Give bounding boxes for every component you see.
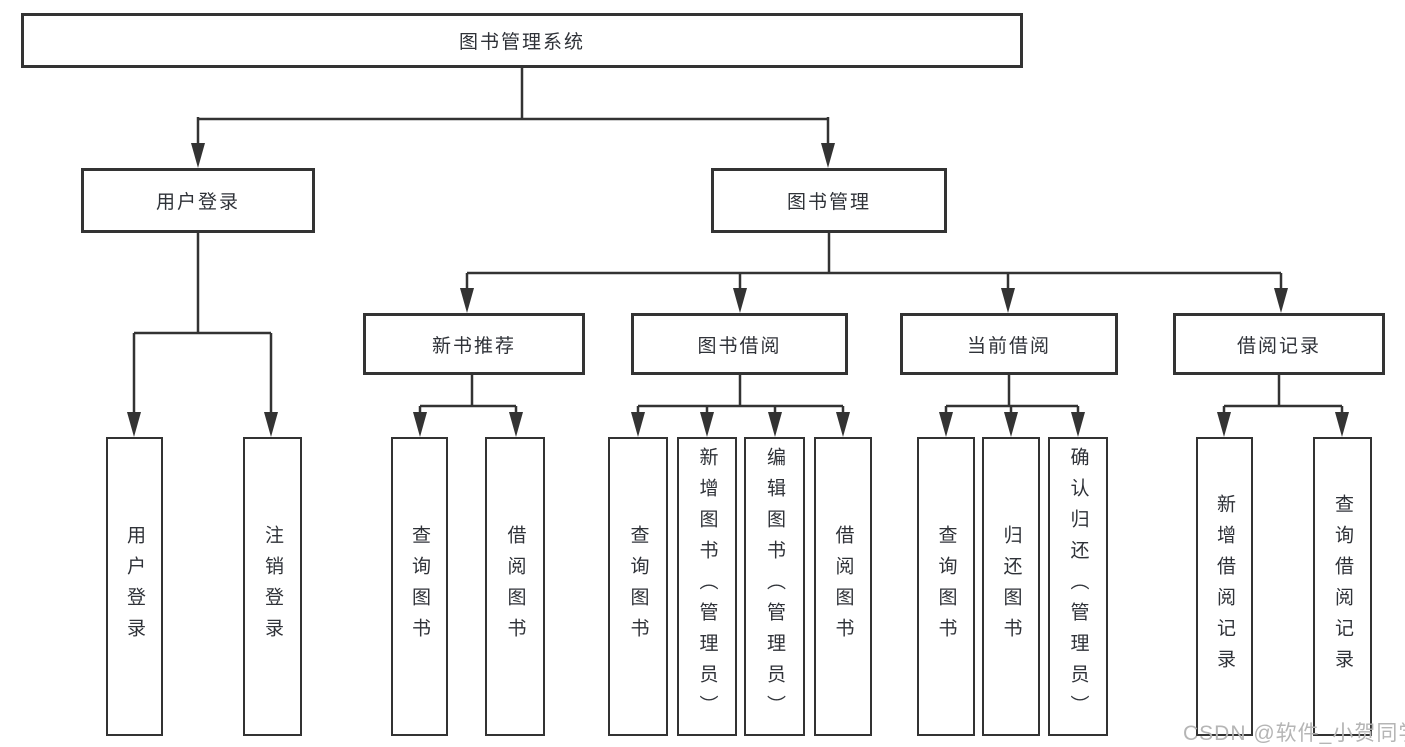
leaf-label: 借阅图书 <box>504 524 526 649</box>
leaf-edit-book-admin: 编辑图书（管理员） <box>744 437 805 736</box>
leaf-borrow-books-borrow: 借阅图书 <box>814 437 872 736</box>
node-new-book-recommend: 新书推荐 <box>363 313 585 375</box>
leaf-user-login: 用户登录 <box>106 437 163 736</box>
leaf-query-books-borrow: 查询图书 <box>608 437 668 736</box>
arrowheads <box>127 143 1349 437</box>
leaf-query-borrow-record: 查询借阅记录 <box>1313 437 1372 736</box>
leaf-query-books-current: 查询图书 <box>917 437 975 736</box>
leaf-label: 新增图书（管理员） <box>696 447 718 726</box>
node-current-borrow: 当前借阅 <box>900 313 1118 375</box>
leaf-label: 编辑图书（管理员） <box>764 447 785 726</box>
leaf-label: 查询图书 <box>935 524 957 649</box>
leaf-borrow-books-recommend: 借阅图书 <box>485 437 545 736</box>
leaf-label: 用户登录 <box>124 524 145 649</box>
leaf-label: 查询图书 <box>627 524 649 649</box>
leaf-label: 新增借阅记录 <box>1214 493 1235 680</box>
node-user-login: 用户登录 <box>81 168 315 233</box>
leaf-add-borrow-record: 新增借阅记录 <box>1196 437 1253 736</box>
leaf-query-books-recommend: 查询图书 <box>391 437 448 736</box>
node-book-management: 图书管理 <box>711 168 947 233</box>
node-root-library-system: 图书管理系统 <box>21 13 1023 68</box>
leaf-label: 查询借阅记录 <box>1332 493 1353 680</box>
leaf-return-books: 归还图书 <box>982 437 1040 736</box>
leaf-add-book-admin: 新增图书（管理员） <box>677 437 737 736</box>
leaf-label: 归还图书 <box>1000 524 1022 649</box>
leaf-label: 注销登录 <box>262 524 283 649</box>
node-book-borrow: 图书借阅 <box>631 313 848 375</box>
leaf-logout: 注销登录 <box>243 437 302 736</box>
csdn-watermark: CSDN @软件_小贺同学 <box>1183 722 1405 745</box>
leaf-label: 确认归还（管理员） <box>1067 447 1089 726</box>
leaf-label: 查询图书 <box>409 524 430 649</box>
node-borrow-records: 借阅记录 <box>1173 313 1385 375</box>
leaf-label: 借阅图书 <box>832 524 854 649</box>
leaf-confirm-return-admin: 确认归还（管理员） <box>1048 437 1108 736</box>
